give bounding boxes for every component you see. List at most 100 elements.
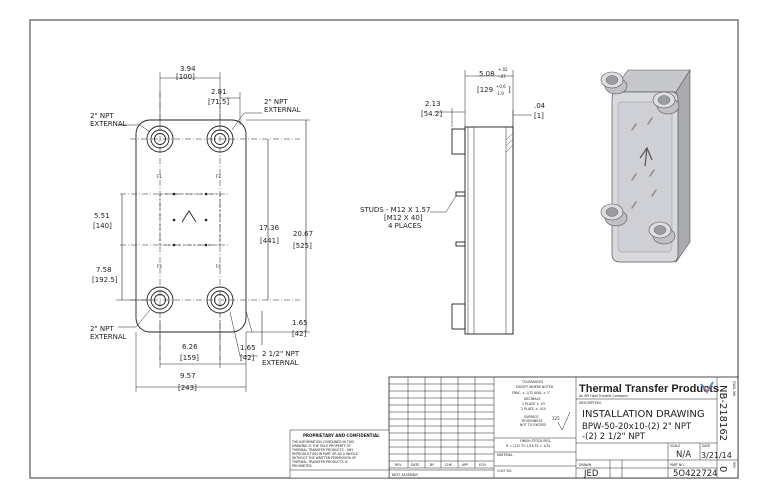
dim-depth-mm-tol-plus: +0.6 xyxy=(496,84,506,89)
rev-value: 0 xyxy=(717,466,728,472)
label-top-left-port: 2" NPT xyxy=(90,112,114,120)
proprietary-line-3: THERMAL TRANSFER PRODUCTS . ANY xyxy=(291,448,353,452)
surface-1: SURFACE xyxy=(524,415,538,419)
proprietary-line-6: THERMAL TRANSFER PRODUCTS IS xyxy=(291,460,348,464)
scale-value: N/A xyxy=(676,450,691,460)
label-bottom-left-port: 2" NPT xyxy=(90,325,114,333)
part-value: 5O422724 xyxy=(673,469,718,479)
dim-lower-left-mm: [192.5] xyxy=(92,276,118,284)
dim-mid-left: 5.51 xyxy=(94,212,110,220)
dim-total-height: 20.67 xyxy=(293,230,313,238)
proprietary-title: PROPRIETARY AND CONFIDENTIAL xyxy=(303,433,380,438)
description-line-1: INSTALLATION DRAWING xyxy=(582,409,705,420)
surface-3: NOT TO EXCEED xyxy=(520,423,547,427)
iso-port-bottom-right xyxy=(648,221,676,245)
dim-inner-height-mm: [441] xyxy=(260,237,279,245)
dwg-value: NB-218162 xyxy=(717,385,728,441)
iso-port-top-right xyxy=(652,91,680,115)
date-value: 3/21/14 xyxy=(701,451,732,460)
dim-mid-left-mm: [140] xyxy=(93,222,112,230)
dim-bottom-total: 9.57 xyxy=(180,372,196,380)
proprietary-line-1: THE INFORMATION CONTAINED IN THIS xyxy=(291,440,354,444)
label-top-right-port-2: EXTERNAL xyxy=(264,106,301,114)
side-view-labels: 5.08 +.02 -.07 [129 +0.6 -1.9 ] 2.13 [54… xyxy=(360,67,546,230)
dim-bottom-side: 1.65 xyxy=(240,344,256,352)
label-bottom-right-port: 2 1/2" NPT xyxy=(262,350,300,358)
dim-gap: .04 xyxy=(534,102,546,110)
dim-top-width: 3.94 xyxy=(180,65,196,73)
company-sub: An API Heat Transfer Company xyxy=(579,394,628,398)
rev-header-ecn: ECN xyxy=(479,463,486,467)
next-assembly-label: NEXT ASSEMBLY xyxy=(392,473,418,477)
dim-bottom-right-mm: [42] xyxy=(292,330,307,338)
isometric-view xyxy=(600,68,691,263)
rev-header-chk: CHK xyxy=(445,463,453,467)
port-label-f3: F3 xyxy=(157,264,162,269)
dim-lower-left: 7.58 xyxy=(96,266,112,274)
dwg-label: DWG. NO. xyxy=(732,381,736,397)
drawn-value: JED xyxy=(583,469,599,479)
label-top-right-port: 2" NPT xyxy=(264,98,288,106)
port-label-f4: F4 xyxy=(216,264,221,269)
dim-bottom-right: 1.65 xyxy=(292,319,308,327)
proprietary-line-7: PROHIBITED. xyxy=(292,464,313,468)
rev-header-app: APP xyxy=(462,463,468,467)
tolerances-4: DECIMALS xyxy=(524,397,540,401)
dim-depth-mm-tol-minus: -1.9 xyxy=(496,91,504,96)
dim-depth: 5.08 xyxy=(479,70,495,78)
dim-bottom-inner-mm: [159] xyxy=(180,354,199,362)
description-line-3: -(2) 2 1/2" NPT xyxy=(582,432,646,442)
studs-callout-1: STUDS - M12 X 1.57 xyxy=(360,206,430,214)
dim-top-width-mm: [100] xyxy=(176,73,195,81)
cust-label: CUST NO. xyxy=(497,469,512,473)
side-view xyxy=(430,70,532,335)
proprietary-line-4: REPRODUCTION IN PART OR AS A WHOLE xyxy=(292,452,358,456)
tolerances-1: TOLERANCES xyxy=(521,380,543,384)
tolerances-2: EXCEPT WHERE NOTED xyxy=(516,385,554,389)
surface-finish-icon xyxy=(557,411,571,431)
finish-2: R = 1/32 TO 1/16 FS = 1/32 xyxy=(506,444,550,448)
rev-header-rev: REV xyxy=(395,463,402,467)
material-label: MATERIAL xyxy=(497,453,513,457)
proprietary-line-5: WITHOUT THE WRITTEN PERMISSION OF xyxy=(292,456,356,460)
dim-gap-mm: [1] xyxy=(534,112,544,120)
dim-depth-mm-close: ] xyxy=(508,86,511,94)
front-plate-outline xyxy=(135,119,247,333)
port-label-f2: F2 xyxy=(216,174,221,179)
drawn-label: DRAWN xyxy=(579,463,592,467)
company-name: Thermal Transfer Products xyxy=(579,383,719,395)
dim-depth-tol-plus: +.02 xyxy=(498,67,508,72)
label-top-left-port-2: EXTERNAL xyxy=(90,120,127,128)
front-view xyxy=(116,72,310,392)
dim-bottom-total-mm: [243] xyxy=(178,384,197,392)
tolerances-5: 1 PLACE ± .03 xyxy=(522,402,545,406)
date-label: DATE xyxy=(702,444,710,448)
dim-inner-height: 17.36 xyxy=(259,224,280,232)
proprietary-line-2: DRAWING IS THE SOLE PROPERTY OF xyxy=(292,444,351,448)
side-port-bottom xyxy=(451,303,466,330)
surface-value: 125 xyxy=(552,416,560,421)
label-bottom-right-port-2: EXTERNAL xyxy=(262,359,299,367)
iso-port-bottom-left xyxy=(600,203,628,227)
title-block: PROPRIETARY AND CONFIDENTIAL THE INFORMA… xyxy=(289,376,739,479)
description-label: DESCRIPTION xyxy=(579,401,601,405)
dim-top-offset-mm: [71.5] xyxy=(208,98,229,106)
dim-bottom-side-mm: [42] xyxy=(240,354,255,362)
dim-depth-mm: [129 xyxy=(477,86,493,94)
dim-stud-mm: [54.2] xyxy=(421,110,442,118)
studs-callout-3: 4 PLACES xyxy=(388,222,422,230)
description-line-2: BPW-50-20x10-(2) 2" NPT xyxy=(582,422,692,432)
iso-port-top-left xyxy=(600,71,628,95)
dim-top-offset: 2.81 xyxy=(211,88,227,96)
rev-header-date: DATE xyxy=(411,463,419,467)
tolerances-6: 2 PLACE ± .010 xyxy=(521,407,546,411)
dim-stud: 2.13 xyxy=(425,100,441,108)
dim-bottom-inner: 6.26 xyxy=(182,343,198,351)
tolerances-3: FRAC. ± 1/32 ANG. ± 1° xyxy=(512,391,551,395)
port-label-f1: F1 xyxy=(157,174,162,179)
label-bottom-left-port-2: EXTERNAL xyxy=(90,333,127,341)
rev-header-by: BY xyxy=(430,463,434,467)
scale-label: SCALE xyxy=(670,444,680,448)
side-port-top xyxy=(451,128,466,155)
